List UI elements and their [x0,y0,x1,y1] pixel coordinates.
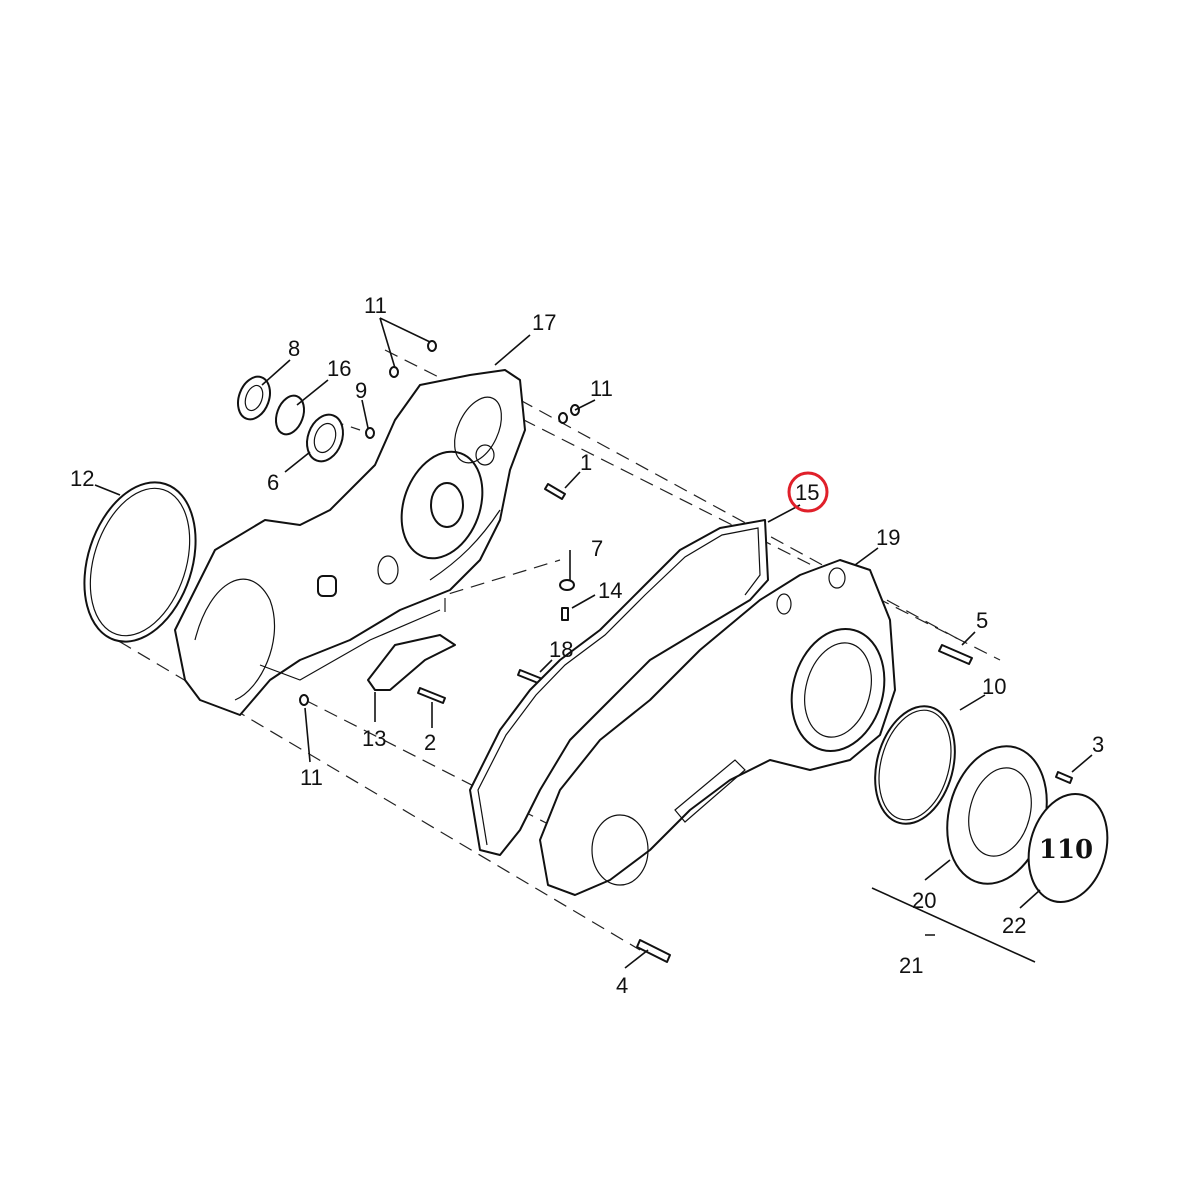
badge-110-logo: 110 [1039,835,1093,865]
callout-6: 6 [267,470,279,495]
leader-lines [94,317,1093,969]
callout-16: 16 [327,356,351,381]
callout-15[interactable]: 15 [795,480,819,505]
callout-14: 14 [598,578,622,603]
callout-8: 8 [288,336,300,361]
callout-12: 12 [70,466,94,491]
callout-19: 19 [876,525,900,550]
callout-21: 21 [899,953,923,978]
part-15-gasket [469,519,769,856]
callout-11: 11 [364,293,387,318]
callout-9: 9 [355,378,367,403]
callout-2: 2 [424,730,436,755]
part-16-ring [274,394,306,436]
dowels [299,340,580,706]
highlight-circle [787,471,829,513]
part-17-inner-primary-housing [174,369,526,716]
callout-18: 18 [549,637,573,662]
callout-22: 22 [1002,913,1026,938]
callout-4: 4 [616,973,628,998]
callout-13: 13 [362,726,386,751]
part-13-shoe [367,634,456,691]
part-19-outer-cover [539,559,896,896]
callout-7: 7 [591,536,603,561]
callout-1: 1 [580,450,592,475]
callouts: 11 17 8 16 9 11 12 6 1 15 19 7 14 5 18 1… [70,293,1104,998]
callout-20: 20 [912,888,936,913]
callout-5: 5 [976,608,988,633]
callout-10: 10 [982,674,1006,699]
part-6-bearing [306,413,344,463]
part-22-badge: 110 [1027,792,1109,904]
callout-11: 11 [300,765,323,790]
bolts [417,483,1073,963]
callout-17: 17 [532,310,556,335]
callout-11: 11 [590,376,613,401]
part-10-o-ring [874,705,956,825]
part-12-gasket [83,481,197,643]
part-8-seal [237,375,271,421]
callout-3: 3 [1092,732,1104,757]
